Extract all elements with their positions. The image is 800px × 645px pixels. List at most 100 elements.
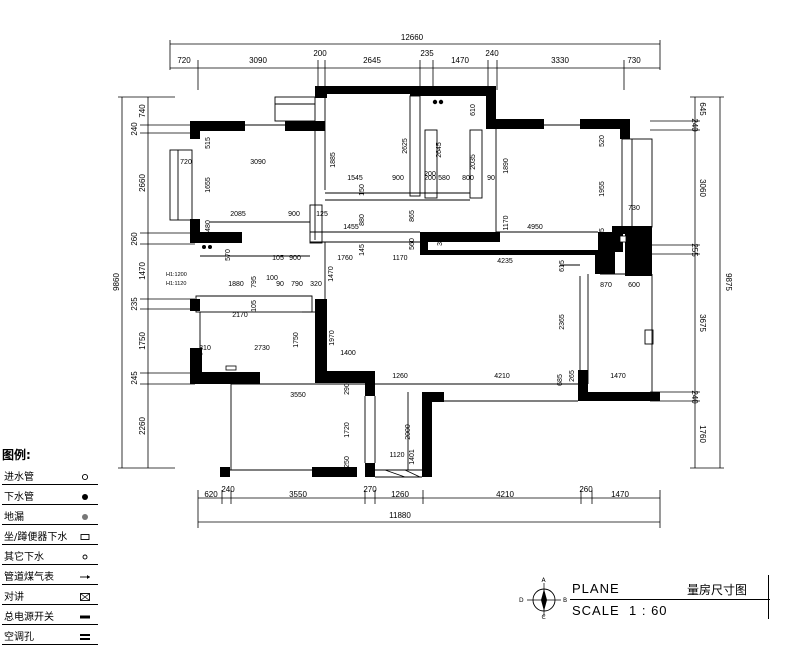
dimension-label: 1400 <box>340 350 356 357</box>
legend-item-label: 对讲 <box>4 592 24 603</box>
legend-item: 管道煤气表 <box>2 565 98 585</box>
dimension-label: 3060 <box>698 179 707 197</box>
scale-label: SCALE <box>572 603 620 618</box>
legend-item-label: 管道煤气表 <box>4 572 54 583</box>
svg-text:B: B <box>563 597 567 604</box>
dimension-label: 1260 <box>391 490 409 499</box>
dimension-label: 1970 <box>329 330 336 346</box>
dimension-label: 12660 <box>401 33 424 42</box>
gas-meter-icon <box>80 573 90 581</box>
title-block: A B C D PLANE 量房尺寸图 SCALE 1 : 60 <box>515 575 775 619</box>
dimension-label: 1955 <box>599 181 606 197</box>
legend-item: 进水管 <box>2 465 98 485</box>
dimension-label: 900 <box>288 211 300 218</box>
dimension-label: H1:1120 <box>166 281 186 287</box>
dimension-label: 1720 <box>344 422 351 438</box>
title-border <box>768 575 769 619</box>
dimension-label: 2035 <box>470 154 477 170</box>
thin-walls <box>169 95 654 478</box>
dimension-label: 290 <box>344 383 351 395</box>
dimension-label: 880 <box>359 214 366 226</box>
dimension-label: 2645 <box>363 56 381 65</box>
dimension-label: 200 <box>424 175 436 182</box>
dimension-label: 305 <box>437 234 444 246</box>
dimension-label: 235 <box>130 297 139 311</box>
dimension-label: 1750 <box>138 332 147 350</box>
dimension-label: 620 <box>204 490 218 499</box>
dimension-label: 3090 <box>249 56 267 65</box>
dimension-label: 900 <box>289 255 301 262</box>
plan-title-en: PLANE <box>572 581 620 596</box>
dimension-label: 90 <box>487 175 495 182</box>
dimension-label: 1455 <box>343 224 359 231</box>
dimension-label: 610 <box>608 262 615 274</box>
legend-item: 其它下水 <box>2 545 98 565</box>
dimension-label: 1470 <box>610 373 626 380</box>
dimension-label: 800 <box>462 175 474 182</box>
dimension-lines <box>118 40 724 528</box>
dimension-label: 150 <box>359 184 366 196</box>
dimension-label: 795 <box>251 276 258 288</box>
intercom-icon <box>80 593 90 601</box>
legend-item-label: 其它下水 <box>4 552 44 563</box>
dimension-label: 3550 <box>289 490 307 499</box>
dimension-label: 100 <box>266 275 278 282</box>
legend-item-label: 空调孔 <box>4 632 34 643</box>
toilet-drain-icon <box>80 533 90 541</box>
dimension-label: 9860 <box>112 273 121 291</box>
dimension-label: 265 <box>569 370 576 382</box>
dimension-label: 3675 <box>698 314 707 332</box>
legend-item: 对讲 <box>2 585 98 605</box>
dimension-label: 260 <box>579 485 593 494</box>
fixture-symbols <box>197 99 627 478</box>
dimension-label: 240 <box>690 118 699 132</box>
dimension-label: 1470 <box>138 262 147 280</box>
dimension-label: 3330 <box>551 56 569 65</box>
dimension-label: 610 <box>470 104 477 116</box>
dimension-label: 2645 <box>436 142 443 158</box>
legend-title: 图例: <box>2 448 31 462</box>
dimension-label: 2260 <box>138 417 147 435</box>
dimension-label: 2660 <box>138 174 147 192</box>
floor-plan-drawing: 12660 720 3090 200 2645 235 1470 240 333… <box>112 33 733 528</box>
dimension-label: 320 <box>310 281 322 288</box>
dimension-label: 1545 <box>347 175 363 182</box>
dimension-label: 740 <box>138 104 147 118</box>
dimension-label: 1170 <box>392 255 407 262</box>
legend-item-label: 进水管 <box>4 472 34 483</box>
legend-item-label: 坐/蹲便器下水 <box>4 532 68 543</box>
dimension-label: 1655 <box>205 177 212 193</box>
dimension-label: 520 <box>599 135 606 147</box>
dimension-label: 1120 <box>389 452 404 459</box>
legend-item-label: 地漏 <box>4 512 24 523</box>
dimension-label: 480 <box>205 220 212 232</box>
dimension-label: 9875 <box>724 273 733 291</box>
dimension-label: 1760 <box>698 425 707 443</box>
dimension-label: 2170 <box>232 312 248 319</box>
walls <box>190 86 660 477</box>
dimension-label: 730 <box>627 56 641 65</box>
title-divider <box>570 599 770 600</box>
plan-title-cn: 量房尺寸图 <box>687 583 748 597</box>
filled-circle-icon <box>80 493 90 501</box>
dimension-label: 1470 <box>451 56 469 65</box>
legend-item: 下水管 <box>2 485 98 505</box>
dimension-label: 730 <box>628 205 640 212</box>
dimension-label: 600 <box>628 282 640 289</box>
legend-item: 空调孔 <box>2 625 98 645</box>
dimension-label: 645 <box>698 102 707 116</box>
dimension-label: 3550 <box>290 392 306 399</box>
dimension-label: 1750 <box>293 332 300 348</box>
legend-item: 地漏 <box>2 505 98 525</box>
dimension-label: 2730 <box>254 345 270 352</box>
dimension-label: 4210 <box>496 490 514 499</box>
dimension-label: 105 <box>251 300 258 312</box>
dimension-label: 615 <box>559 260 566 272</box>
dimension-label: 1470 <box>611 490 629 499</box>
dimension-label: 125 <box>316 211 328 218</box>
dimension-labels: 12660 720 3090 200 2645 235 1470 240 333… <box>112 33 733 520</box>
dimension-label: 270 <box>363 485 377 494</box>
dimension-label: 145 <box>359 244 366 256</box>
legend-item-label: 总电源开关 <box>4 612 54 623</box>
dimension-label: 235 <box>420 49 434 58</box>
